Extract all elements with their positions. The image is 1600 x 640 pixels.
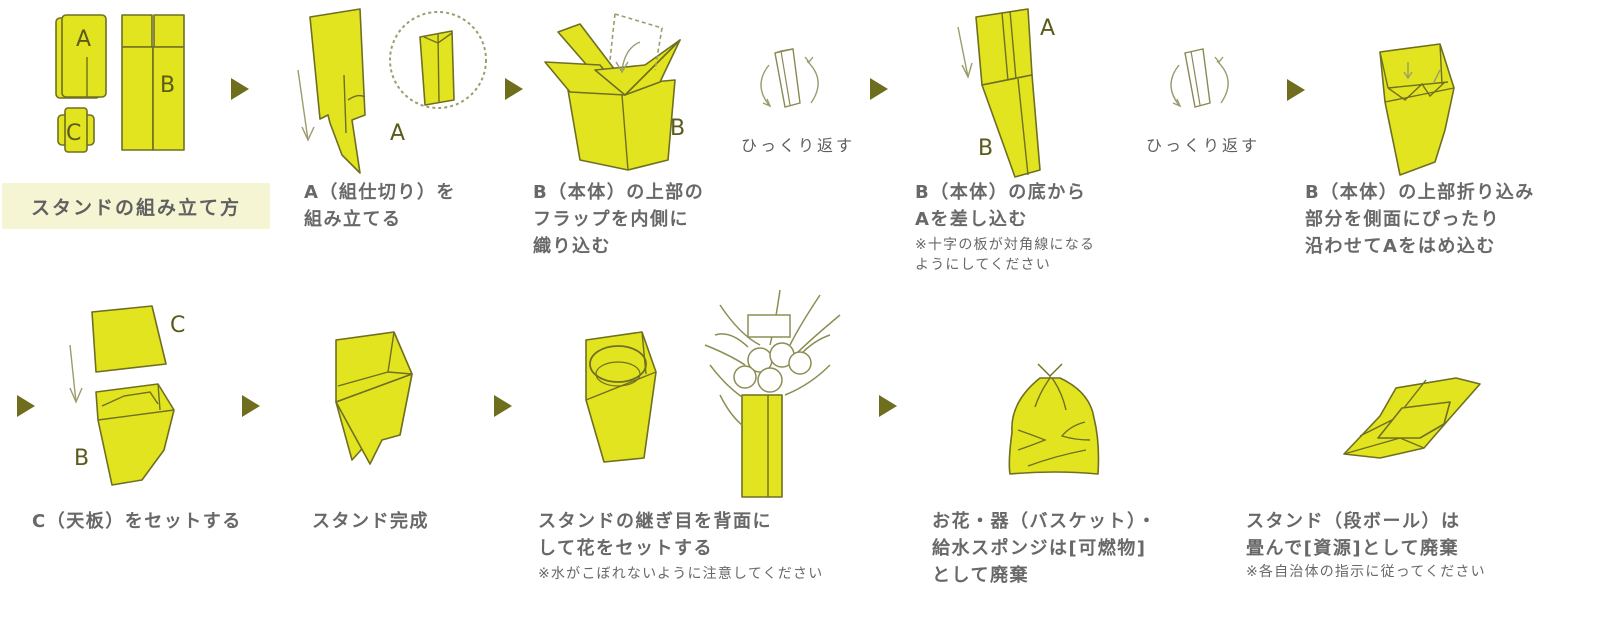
step-caption-5: C（天板）をセットする: [32, 511, 242, 532]
step-caption-6: スタンド完成: [312, 511, 429, 532]
step-caption-9: スタンド（段ボール）は 畳んで[資源]として廃棄: [1246, 511, 1461, 559]
step-note-9: ※各自治体の指示に従ってください: [1246, 564, 1486, 580]
stand-with-basket-illustration: [585, 331, 657, 463]
next-step-arrow-icon: [231, 78, 249, 100]
step-caption-1: A（組仕切り）を 組み立てる: [304, 182, 456, 230]
step-caption-3: B（本体）の底から Aを差し込む: [915, 182, 1087, 230]
svg-text:B: B: [160, 73, 175, 98]
flip-over-label: ひっくり返す: [1146, 136, 1261, 155]
next-step-arrow-icon: [505, 78, 523, 100]
step-caption-2: B（本体）の上部の フラップを内側に 織り込む: [533, 182, 705, 257]
step-caption-4: B（本体）の上部折り込み 部分を側面にぴったり 沿わせてAをはめ込む: [1305, 182, 1535, 257]
svg-text:B: B: [670, 116, 685, 141]
fold-flaps-illustration: B: [544, 13, 685, 171]
insert-a-illustration: A B: [957, 8, 1055, 178]
step-note-3: ※十字の板が対角線になる ようにしてください: [915, 237, 1096, 273]
svg-text:A: A: [390, 121, 405, 146]
next-step-arrow-icon: [494, 395, 512, 417]
step-caption-7: スタンドの継ぎ目を背面に して花をセットする: [538, 511, 772, 559]
step-note-7: ※水がこぼれないように注意してください: [538, 566, 824, 582]
next-step-arrow-icon: [242, 395, 260, 417]
next-step-arrow-icon: [870, 78, 888, 100]
page-title: スタンドの組み立て方: [2, 183, 270, 229]
next-step-arrow-icon: [1287, 79, 1305, 101]
svg-text:A: A: [1040, 16, 1055, 41]
flip-over-icon: [760, 48, 819, 108]
stand-complete-illustration: [335, 331, 413, 465]
fit-folds-illustration: [1379, 43, 1455, 176]
svg-text:C: C: [170, 313, 185, 338]
svg-text:B: B: [74, 446, 89, 471]
step-caption-8: お花・器（バスケット）・ 給水スポンジは[可燃物] として廃棄: [932, 511, 1157, 586]
svg-text:C: C: [66, 121, 81, 146]
flip-over-label: ひっくり返す: [741, 136, 856, 155]
next-step-arrow-icon: [17, 395, 35, 417]
next-step-arrow-icon: [879, 395, 897, 417]
set-top-c-illustration: C B: [69, 305, 185, 486]
svg-text:B: B: [978, 136, 993, 161]
folded-cardboard-icon: [1343, 377, 1481, 459]
svg-text:A: A: [76, 27, 91, 52]
garbage-bag-icon: [1008, 363, 1100, 475]
parts-illustration: A C B: [55, 14, 185, 153]
flower-arrangement-illustration: [704, 289, 841, 498]
assemble-a-illustration: A: [297, 8, 487, 174]
flip-over-icon: [1170, 48, 1229, 108]
